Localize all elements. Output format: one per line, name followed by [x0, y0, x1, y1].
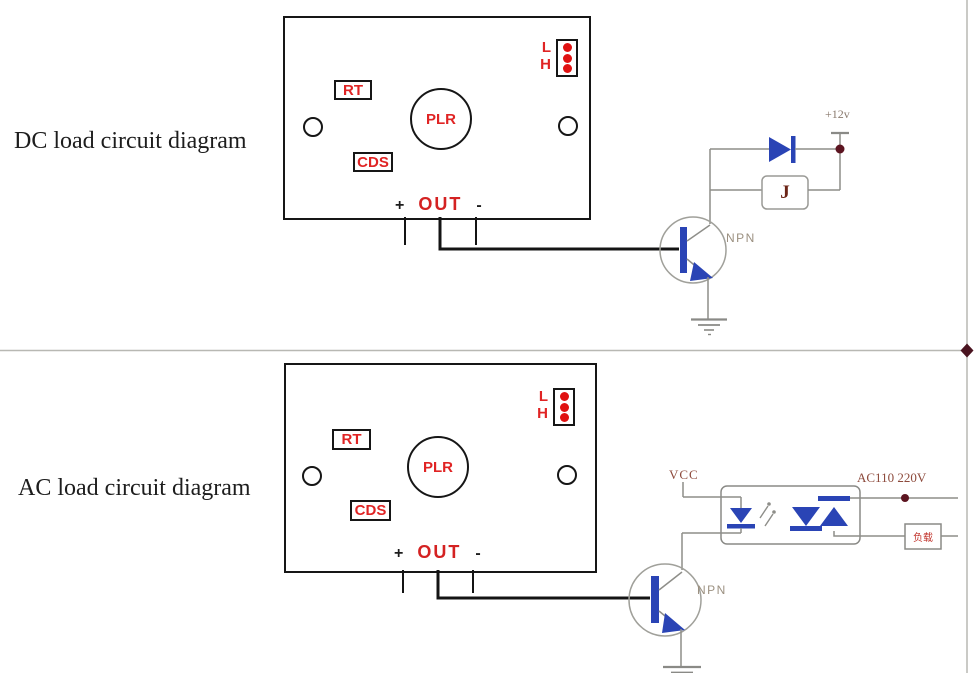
jumper-high-label: H — [537, 405, 548, 422]
jumper-pin-icon — [562, 42, 572, 52]
diode-icon — [769, 137, 791, 162]
cds-label: CDS — [354, 502, 387, 519]
dc-npn-label: NPN — [726, 231, 756, 245]
dc-supply-voltage-label: +12v — [825, 107, 850, 121]
dc-jumper-labels: L H — [525, 39, 551, 73]
ac-plr-component: PLR — [407, 436, 469, 498]
ac-jumper-labels: L H — [522, 388, 548, 422]
ac-load-label: 负载 — [913, 533, 933, 544]
dc-ground-symbol — [691, 318, 727, 336]
jumper-low-label: L — [538, 388, 548, 405]
dc-npn-transistor — [659, 149, 727, 319]
ac-section-title: AC load circuit diagram — [18, 475, 251, 501]
dc-supply-rail — [831, 131, 849, 154]
out-plus-sign: + — [394, 545, 404, 562]
jumper-pin-icon — [559, 391, 569, 401]
dc-section-title: DC load circuit diagram — [14, 128, 247, 154]
dc-relay-label: J — [780, 181, 790, 203]
ac-jumper-header — [553, 388, 575, 426]
out-plus-sign: + — [395, 197, 405, 214]
rt-label: RT — [341, 431, 362, 448]
dc-out-terminals: + OUT - — [395, 194, 482, 215]
triac-icon — [790, 496, 850, 531]
ac-ground-symbol — [663, 665, 701, 673]
dc-plr-component: PLR — [410, 88, 472, 150]
cds-label: CDS — [357, 153, 389, 171]
rt-label: RT — [343, 81, 363, 99]
mounting-hole — [303, 117, 323, 137]
ac-vcc-label: VCC — [669, 467, 699, 482]
ac-cds-component: CDS — [350, 500, 391, 521]
ac-out-terminals: + OUT - — [394, 542, 481, 563]
ac-rt-component: RT — [332, 429, 371, 450]
ac-mains-voltage-label: AC110 220V — [857, 470, 927, 485]
mounting-hole — [558, 116, 578, 136]
frame-junction-diamond — [960, 343, 974, 358]
mounting-hole — [302, 466, 322, 486]
jumper-pin-icon — [559, 413, 569, 423]
mounting-hole — [557, 465, 577, 485]
optocoupler-box — [720, 485, 861, 545]
out-label: OUT — [417, 542, 462, 562]
jumper-pin-icon — [562, 53, 572, 63]
plr-label: PLR — [426, 110, 456, 128]
out-minus-sign: - — [475, 545, 481, 562]
out-label: OUT — [418, 194, 463, 214]
light-arrows-icon — [759, 502, 776, 527]
jumper-low-label: L — [541, 39, 551, 56]
ac-sensor-module-board: L H RT PLR CDS + OUT - — [284, 363, 597, 573]
junction-dot — [901, 494, 909, 502]
ac-npn-label: NPN — [697, 583, 727, 597]
dc-module-pins — [404, 217, 679, 251]
emitter-arrow-icon — [690, 262, 713, 281]
jumper-pin-icon — [559, 402, 569, 412]
led-icon — [730, 508, 752, 523]
ac-npn-transistor — [628, 533, 702, 667]
dc-sensor-module-board: L H RT PLR CDS + OUT - — [283, 16, 591, 220]
jumper-high-label: H — [540, 56, 551, 73]
dc-cds-component: CDS — [353, 152, 393, 172]
out-minus-sign: - — [476, 197, 482, 214]
plr-label: PLR — [423, 458, 453, 476]
dc-rt-component: RT — [334, 80, 372, 100]
dc-flyback-diode — [710, 136, 838, 163]
jumper-pin-icon — [562, 64, 572, 74]
ac-module-pins — [402, 570, 650, 600]
ac-optocoupler — [682, 482, 861, 545]
emitter-arrow-icon — [662, 613, 685, 633]
dc-jumper-header — [556, 39, 578, 77]
junction-dot — [835, 144, 845, 154]
